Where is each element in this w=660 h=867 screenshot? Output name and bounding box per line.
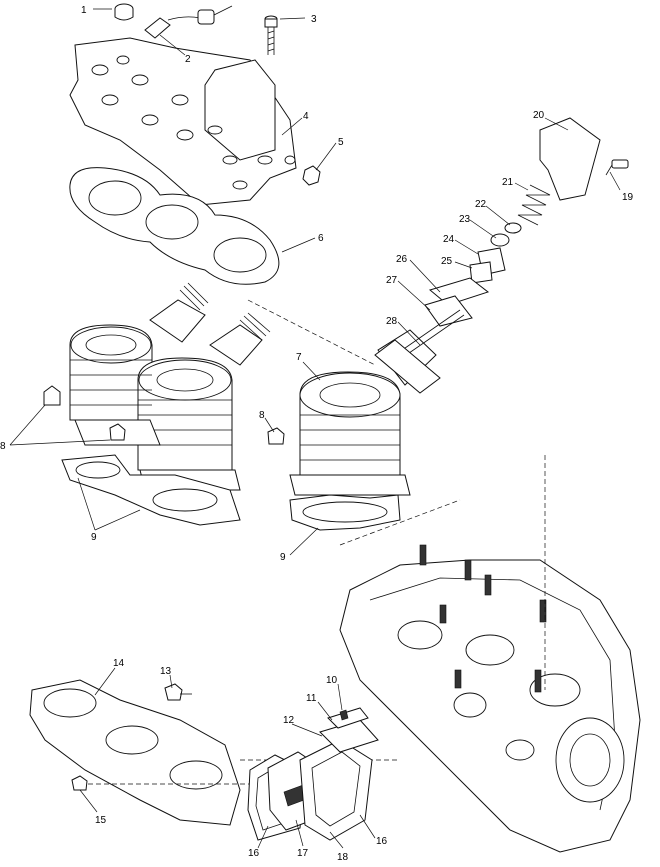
part-8-nut-center <box>109 423 126 441</box>
part-18-reed-cage <box>299 739 373 841</box>
callout-14: 14 <box>113 658 125 669</box>
callout-26: 26 <box>396 254 408 265</box>
leader-lines <box>9 8 621 849</box>
callout-1: 1 <box>81 5 87 16</box>
callout-labels: 1 2 3 4 5 6 7 8 8 9 9 10 11 12 13 14 15 … <box>0 5 634 863</box>
part-14-intake-gasket <box>29 679 241 826</box>
callout-9-left: 9 <box>91 532 97 543</box>
crankcase <box>339 544 641 853</box>
callout-18: 18 <box>337 852 349 862</box>
callout-19: 19 <box>622 192 634 203</box>
callout-20: 20 <box>533 110 545 121</box>
callout-28: 28 <box>386 316 398 327</box>
part-25-bushing <box>469 261 493 284</box>
callout-3: 3 <box>311 14 317 25</box>
part-3-head-bolt <box>264 15 278 55</box>
part-22-washer <box>504 222 522 234</box>
cylinder-head <box>69 37 297 206</box>
guide-line-valve <box>247 299 376 366</box>
part-23-seal <box>490 233 510 247</box>
callout-25: 25 <box>441 256 453 267</box>
part-13-bolt <box>164 683 192 701</box>
callout-11: 11 <box>306 693 317 704</box>
callout-23: 23 <box>459 214 471 225</box>
callout-24: 24 <box>443 234 455 245</box>
callout-4: 4 <box>303 111 309 122</box>
part-15-nut <box>71 775 88 791</box>
part-21-spring <box>517 184 551 226</box>
callout-15: 15 <box>95 815 107 826</box>
callout-6: 6 <box>318 233 324 244</box>
part-19-screw <box>605 159 629 176</box>
callout-16-right: 16 <box>376 836 388 847</box>
part-20-valve-cover <box>539 117 601 201</box>
callout-16-left: 16 <box>248 848 260 859</box>
callout-17: 17 <box>297 848 309 859</box>
callout-8-left: 8 <box>0 441 6 452</box>
guide-line-case <box>339 499 461 546</box>
part-2-temperature-sensor <box>144 5 233 39</box>
callout-22: 22 <box>475 199 487 210</box>
single-cylinder <box>289 329 437 496</box>
callout-9-center: 9 <box>280 552 286 563</box>
part-5-nut <box>302 165 321 186</box>
callout-21: 21 <box>502 177 514 188</box>
callout-5: 5 <box>338 137 344 148</box>
callout-27: 27 <box>386 275 398 286</box>
part-8-nut-right <box>267 427 285 445</box>
part-9-base-gasket-left <box>61 454 241 526</box>
callout-13: 13 <box>160 666 172 677</box>
callout-12: 12 <box>283 715 295 726</box>
part-10-screw <box>339 709 349 721</box>
part-1-cap <box>114 3 134 21</box>
callout-10: 10 <box>326 675 338 686</box>
part-9-base-gasket-center <box>289 494 401 531</box>
part-8-nut-left <box>43 385 61 406</box>
part-28-valve-shaft <box>374 309 465 394</box>
callout-7: 7 <box>296 352 302 363</box>
callout-8-right: 8 <box>259 410 265 421</box>
part-6-head-gasket <box>69 167 280 285</box>
part-27-gasket <box>424 295 473 327</box>
callout-2: 2 <box>185 54 191 65</box>
